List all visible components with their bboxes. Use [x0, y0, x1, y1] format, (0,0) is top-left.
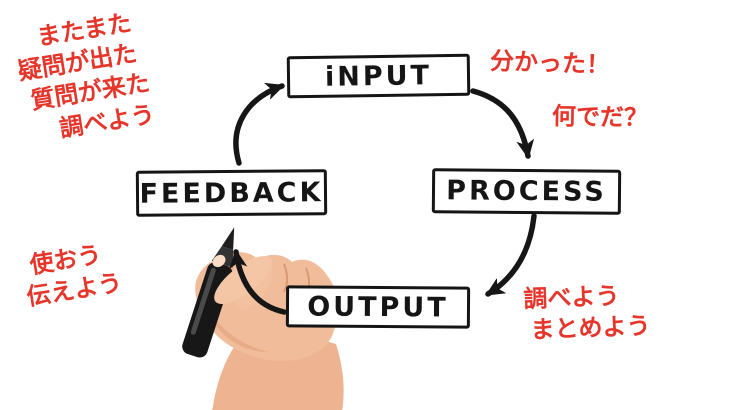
arrow-process-to-output [485, 213, 537, 297]
node-feedback-label: FEEDBACK [139, 176, 324, 210]
hand-shadow [206, 300, 268, 352]
node-process-label: PROCESS [446, 175, 607, 208]
node-input: iNPUT [286, 53, 471, 99]
annotation-line: まとめよう [530, 311, 651, 345]
annotation-top-left: またまた 疑問が出た 質問が来た 調べよう [5, 6, 157, 150]
fingernail [212, 254, 226, 268]
annotation-bottom-right: 調べよう まとめよう [523, 280, 651, 347]
node-output: OUTPUT [285, 285, 471, 329]
node-input-label: iNPUT [324, 59, 433, 93]
annotation-right-mid: 何でだ？ [551, 102, 649, 132]
arrow-input-to-process [470, 88, 535, 159]
node-output-label: OUTPUT [307, 291, 449, 323]
node-process: PROCESS [431, 168, 622, 215]
knuckle-crease [283, 263, 288, 293]
annotation-right-top: 分かった！ [489, 46, 611, 80]
annotation-line: 調べよう [522, 281, 620, 314]
arrow-output-to-feedback [229, 249, 287, 315]
node-feedback: FEEDBACK [135, 169, 328, 217]
arrow-feedback-to-input [233, 82, 285, 166]
